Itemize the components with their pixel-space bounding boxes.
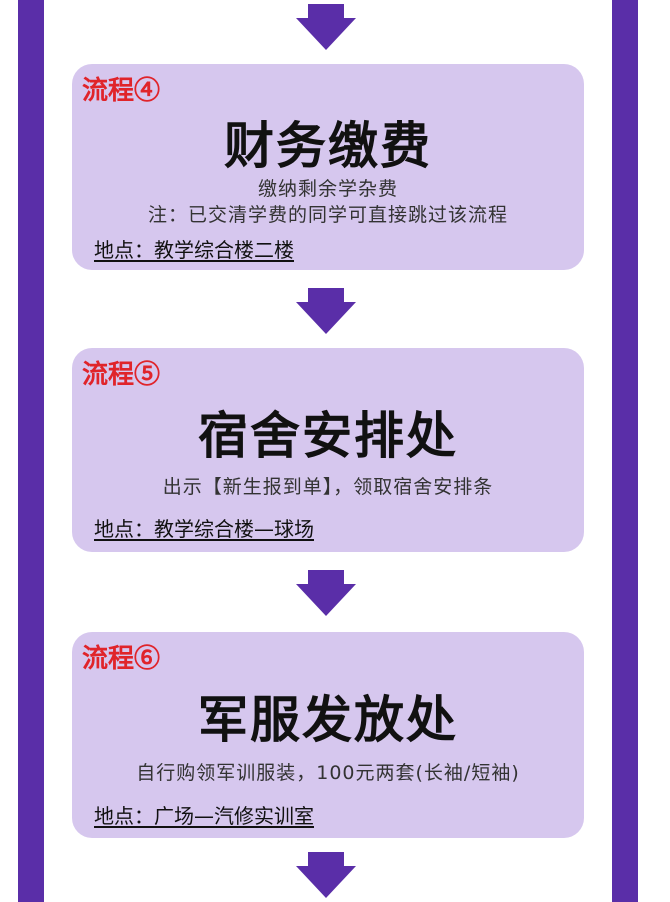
step-location: 地点：教学综合楼二楼 — [94, 238, 294, 262]
step-description-line: 自行购领军训服装，100元两套(长袖/短袖) — [136, 762, 520, 784]
left-border-bar — [18, 0, 44, 902]
step-label: 流程④ — [82, 76, 161, 106]
step-description-line: 出示【新生报到单】，领取宿舍安排条 — [162, 476, 494, 498]
arrow-down-icon — [296, 4, 356, 50]
step-title: 财务缴费 — [224, 117, 432, 175]
step-location: 地点：教学综合楼—球场 — [94, 517, 314, 541]
arrow-down-icon — [296, 288, 356, 334]
step-description-line: 缴纳剩余学杂费 — [257, 178, 398, 200]
step-label: 流程⑥ — [82, 644, 161, 674]
step-title: 宿舍安排处 — [198, 407, 458, 465]
arrow-down-icon — [296, 570, 356, 616]
step-card-5: 流程⑤ 宿舍安排处 出示【新生报到单】，领取宿舍安排条 地点：教学综合楼—球场 — [72, 348, 584, 552]
right-border-bar — [612, 0, 638, 902]
step-description-line: 注：已交清学费的同学可直接跳过该流程 — [147, 204, 508, 226]
step-card-6: 流程⑥ 军服发放处 自行购领军训服装，100元两套(长袖/短袖) 地点：广场—汽… — [72, 632, 584, 838]
step-card-4: 流程④ 财务缴费 缴纳剩余学杂费 注：已交清学费的同学可直接跳过该流程 地点：教… — [72, 64, 584, 270]
step-title: 军服发放处 — [198, 691, 458, 749]
step-label: 流程⑤ — [82, 360, 161, 390]
arrow-down-icon — [296, 852, 356, 898]
step-location: 地点：广场—汽修实训室 — [94, 804, 314, 828]
